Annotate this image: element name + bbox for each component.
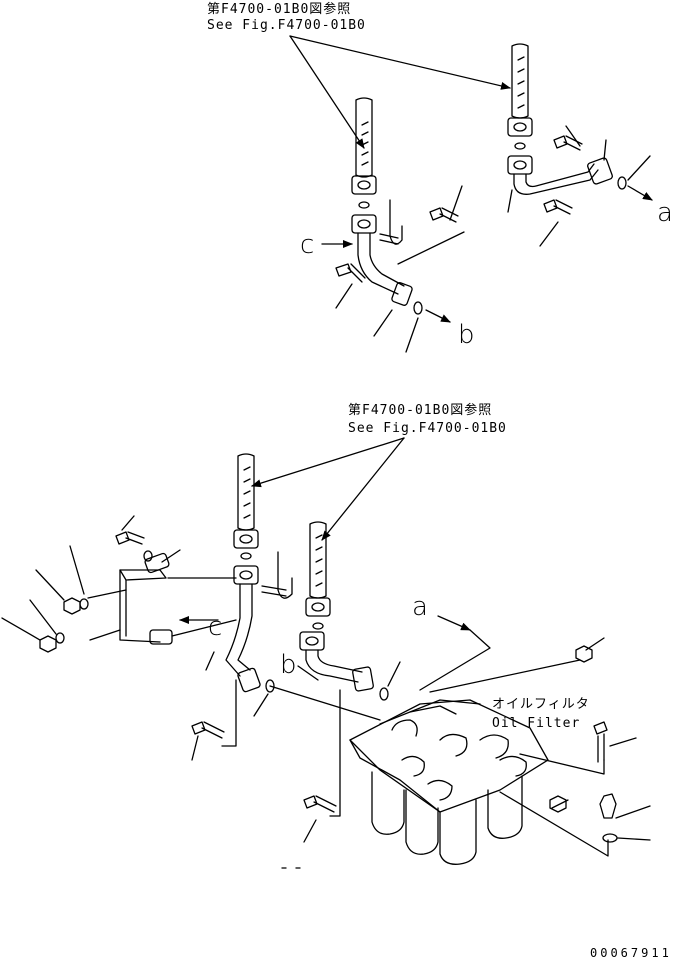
- top-reference-jp: 第F4700-01B0図参照: [207, 2, 352, 17]
- top-reference-en: See Fig.F4700-01B0: [207, 18, 366, 33]
- callout-a-mid: a: [412, 592, 428, 622]
- callout-a-top: a: [657, 198, 673, 228]
- oil-filter-label-jp: オイルフィルタ: [492, 697, 590, 712]
- bottom-hose-assembly: [1, 453, 401, 843]
- mid-reference-jp: 第F4700-01B0図参照: [348, 403, 493, 418]
- top-reference-arrows: [289, 35, 511, 149]
- oil-filter-label-en: Oil Filter: [492, 716, 581, 731]
- top-left-hose-assembly: [321, 97, 465, 353]
- callout-b-mid: b: [280, 650, 297, 680]
- oil-filter-assembly: [281, 637, 651, 869]
- bottom-reference-arrows: [251, 437, 491, 691]
- mid-reference-en: See Fig.F4700-01B0: [348, 421, 507, 436]
- callout-b-top: b: [458, 320, 475, 350]
- callout-c-top: c: [300, 230, 315, 260]
- drawing-number: 00067911: [590, 946, 672, 960]
- callout-c-mid: c: [208, 612, 223, 642]
- top-right-hose-assembly: [507, 43, 653, 247]
